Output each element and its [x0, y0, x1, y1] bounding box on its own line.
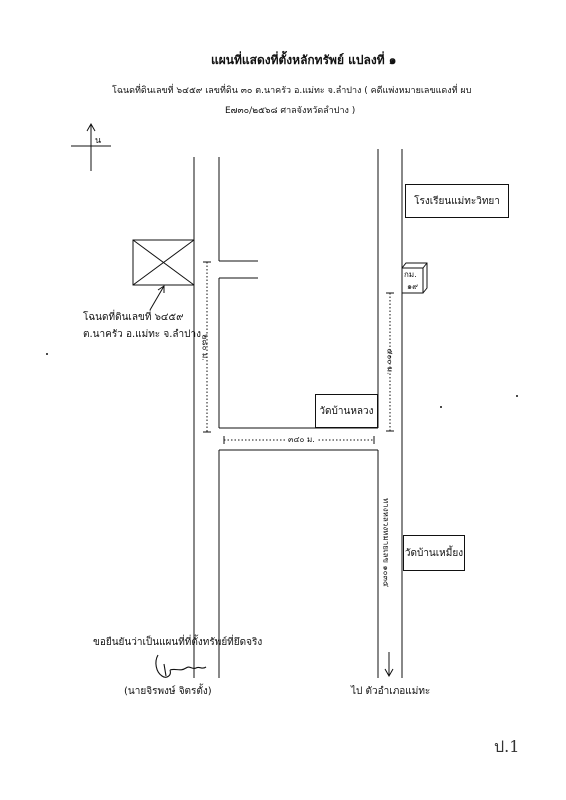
signer-name: (นายจิรพงษ์ จิตรตั้ง) — [124, 686, 212, 697]
side-road — [219, 260, 258, 279]
parcel-label-line-1: โฉนดที่ดินเลขที่ ๖๔๕๙ — [83, 312, 184, 323]
highway-road — [377, 149, 403, 678]
dim-left — [203, 261, 211, 433]
parcel-marker — [132, 239, 195, 286]
km-post-label-2: ๑๙ — [407, 282, 418, 291]
km-post-label-1: กม. — [404, 270, 417, 279]
page-title: แผนที่แสดงที่ตั้งหลักทรัพย์ แปลงที่ ๑ — [211, 53, 397, 67]
signature-image — [155, 654, 207, 678]
dist-left-label: ๒๘๐ ม. — [200, 334, 210, 361]
highway-label: ทางหลวงหมายเลข ๑๐๓๕ — [381, 497, 391, 588]
north-arrow-icon — [71, 122, 111, 171]
connecting-road — [219, 427, 378, 451]
landmark-school: โรงเรียนแม่ทะวิทยา — [405, 184, 509, 218]
page-mark: ป.1 — [494, 737, 520, 756]
dim-right — [386, 292, 394, 432]
landmark-wat-ban-mueang: วัดบ้านเหมี้ยง — [403, 535, 465, 571]
km-post-icon — [401, 262, 428, 294]
parcel-label-line-2: ต.นาครัว อ.แม่ทะ จ.ลำปาง — [83, 329, 201, 340]
down-arrow-icon — [384, 652, 394, 678]
dist-right-label: ๕๐๐ ม. — [385, 348, 395, 375]
dist-horizontal-label: ๓๔๐ ม. — [286, 435, 317, 444]
subtitle-line-2: E๗๓๐/๒๕๖๘ ศาลจังหวัดลำปาง ) — [225, 106, 356, 116]
parcel-pointer-arrow-icon — [149, 285, 165, 311]
subtitle-line-1: โฉนดที่ดินเลขที่ ๖๔๕๙ เลขที่ดิน ๓๐ ต.นาค… — [112, 86, 472, 96]
north-label: น — [95, 136, 102, 146]
certify-text: ขอยืนยันว่าเป็นแผนที่ที่ตั้งทรัพย์ที่ยึด… — [93, 637, 263, 648]
to-district-label: ไป ตัวอำเภอแม่ทะ — [351, 686, 431, 697]
landmark-wat-ban-luang: วัดบ้านหลวง — [315, 394, 378, 428]
